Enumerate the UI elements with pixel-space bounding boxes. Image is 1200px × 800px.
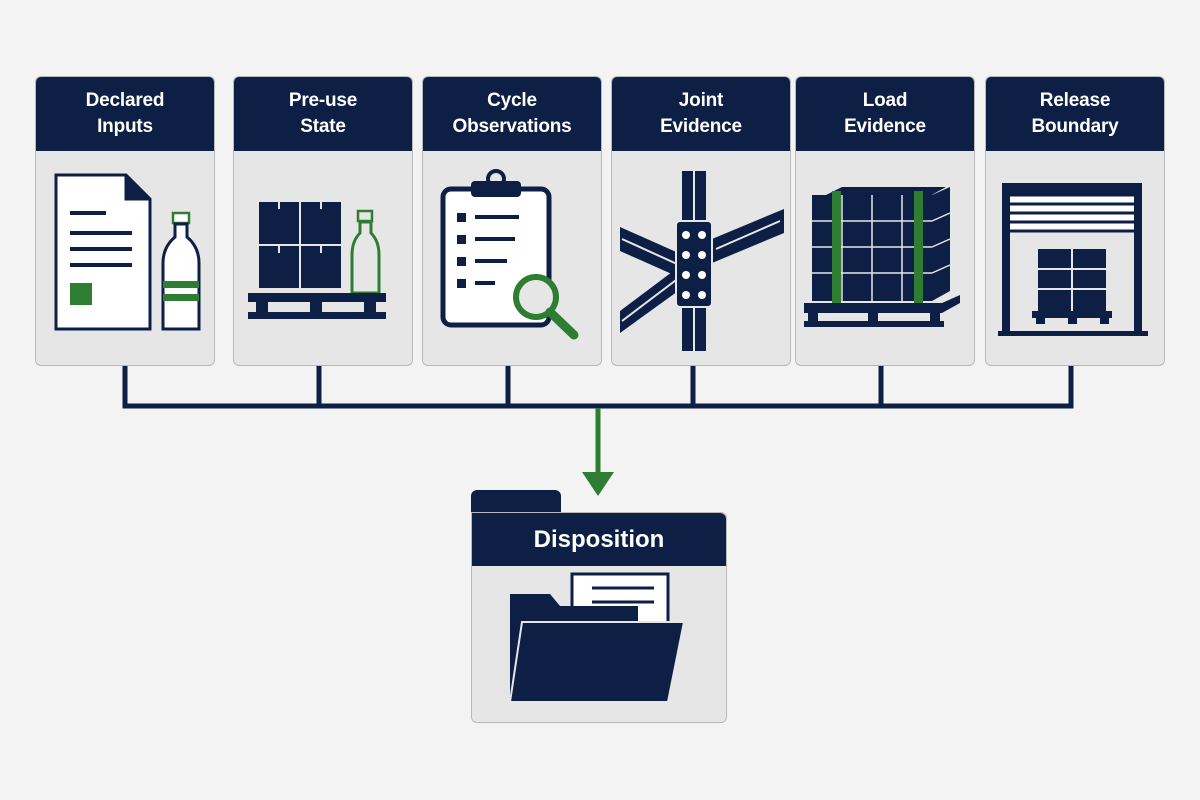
- stage-title: Joint Evidence: [660, 90, 742, 137]
- stage-card-header: Release Boundary: [986, 77, 1164, 151]
- pallet-boxes-bottle-icon: [248, 200, 386, 319]
- stage-card-body: [423, 151, 601, 365]
- disposition-title: Disposition: [533, 525, 665, 553]
- stage-card-header: Load Evidence: [796, 77, 974, 151]
- stage-card-load-evidence: Load Evidence: [795, 76, 975, 366]
- stage-card-header: Pre-use State: [234, 77, 412, 151]
- document-and-bottle-icon: [54, 173, 201, 331]
- stage-card-body: [986, 151, 1164, 365]
- rack-joint-icon: [620, 171, 784, 351]
- disposition-header: Disposition: [472, 513, 726, 566]
- disposition-folder-tab: [471, 490, 561, 516]
- stage-card-body: [612, 151, 790, 365]
- wrapped-pallet-load-icon: [804, 187, 960, 327]
- stage-card-body: [796, 151, 974, 365]
- stage-title: Pre-use State: [288, 90, 358, 137]
- stage-card-header: Declared Inputs: [36, 77, 214, 151]
- stage-title: Load Evidence: [844, 90, 926, 137]
- stage-card-pre-use-state: Pre-use State: [233, 76, 413, 366]
- stage-card-body: [234, 151, 412, 365]
- loading-dock-door-icon: [998, 183, 1148, 336]
- stage-card-body: [36, 151, 214, 365]
- disposition-body: [472, 566, 726, 722]
- stage-title: Cycle Observations: [452, 90, 572, 137]
- stage-title: Release Boundary: [1031, 90, 1119, 137]
- stage-card-joint-evidence: Joint Evidence: [611, 76, 791, 366]
- stage-card-release-boundary: Release Boundary: [985, 76, 1165, 366]
- stage-card-header: Joint Evidence: [612, 77, 790, 151]
- folder-with-document-icon: [508, 572, 686, 703]
- clipboard-magnifier-icon: [440, 169, 579, 340]
- stage-title: Declared Inputs: [85, 90, 165, 137]
- stage-card-header: Cycle Observations: [423, 77, 601, 151]
- stage-card-cycle-observations: Cycle Observations: [422, 76, 602, 366]
- stage-card-declared-inputs: Declared Inputs: [35, 76, 215, 366]
- disposition-card: Disposition: [471, 512, 727, 723]
- flow-arrow: [582, 408, 614, 496]
